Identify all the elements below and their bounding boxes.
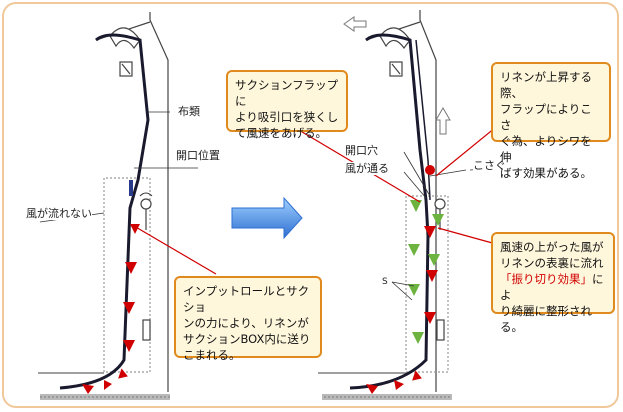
right-machine <box>318 10 449 392</box>
note-line: リネンの表裏に流れ <box>500 256 604 270</box>
label-air-passes: 風が通る <box>345 162 389 175</box>
note-line: ばす効果がある。 <box>500 166 592 180</box>
note-line: サクションBOX内に送り <box>183 332 311 346</box>
label-fabric: 布類 <box>178 105 200 118</box>
right-floor <box>322 394 452 400</box>
note-suction-flap: サクションフラップに より吸引口を狭くし て風速をあげる。 <box>226 70 348 140</box>
note-highlight: 「振り切り効果」 <box>500 272 592 286</box>
left-red-arrows <box>82 224 140 394</box>
green-airflow-arrows <box>408 200 444 344</box>
note-line: リネンが上昇する際、 <box>500 70 592 100</box>
note-input-roll: インプットロールとサクショ ンの力により、リネンが サクションBOX内に送り こ… <box>174 276 322 362</box>
note-line: て風速をあげる。 <box>235 126 327 140</box>
label-rub: こさぐ <box>473 159 506 172</box>
note-line: より吸引口を狭くし <box>235 110 339 124</box>
note-line: こまれる。 <box>183 348 241 362</box>
transition-arrow <box>231 196 303 240</box>
note-line: サクションフラップに <box>235 78 339 108</box>
label-no-airflow: 風が流れない <box>26 207 92 220</box>
note-line: フラップによりこさ <box>500 102 592 132</box>
note-line: 「振り切り効果」によ <box>500 271 606 303</box>
left-linen <box>59 33 150 390</box>
note-rising: リネンが上昇する際、 フラップによりこさ ぐ為、よりシワを伸 ばす効果がある。 <box>491 62 611 180</box>
left-machine <box>38 12 169 392</box>
movement-arrows <box>343 16 451 135</box>
note-wind-speed: 風速の上がった風が リネンの表裏に流れ 「振り切り効果」によ り綺麗に整形される… <box>491 232 615 334</box>
right-red-arrows <box>366 226 438 394</box>
right-linen <box>349 33 430 390</box>
label-opening-position: 開口位置 <box>176 149 220 162</box>
label-s: S <box>382 276 388 289</box>
label-opening-hole: 開口穴 <box>345 144 378 157</box>
note-line: ぐ為、よりシワを伸 <box>500 134 592 164</box>
note-text: によ <box>500 272 604 302</box>
flap-point <box>425 165 435 175</box>
note-line: インプットロールとサクショ <box>183 284 310 314</box>
left-floor <box>40 394 170 400</box>
note-line: ンの力により、リネンが <box>183 316 309 330</box>
note-line: 風速の上がった風が <box>500 240 604 254</box>
note-line: り綺麗に整形される。 <box>500 304 592 334</box>
